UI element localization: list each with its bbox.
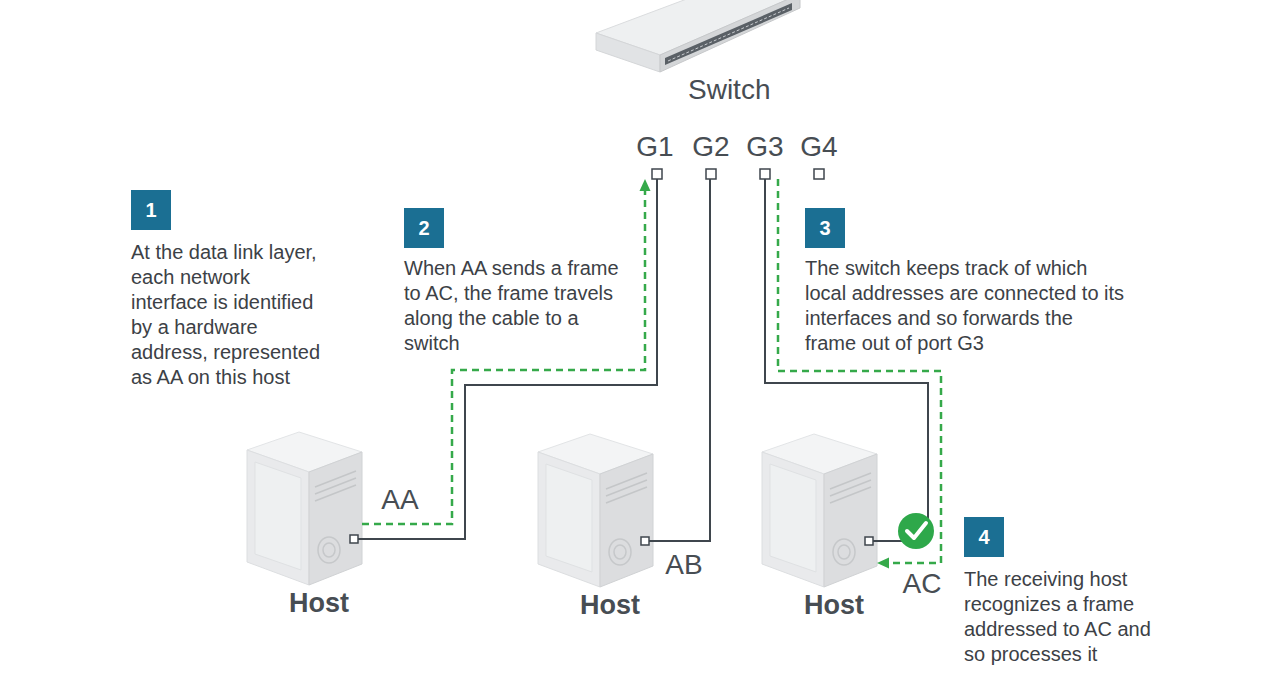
host-node: Host xyxy=(762,434,877,587)
check-mark xyxy=(907,523,926,538)
frame-path xyxy=(778,179,941,563)
callout-marker: 1At the data link layer, each network in… xyxy=(131,190,171,230)
network-cable xyxy=(362,179,657,539)
switch-port xyxy=(706,169,716,179)
switch-port-row xyxy=(668,8,789,61)
port-name: G1 xyxy=(636,131,673,163)
mac-address: AB xyxy=(665,549,702,581)
mac-address: AC xyxy=(903,568,942,600)
mac-address: AA xyxy=(381,484,418,516)
switch-port xyxy=(652,169,662,179)
port-name: G4 xyxy=(800,131,837,163)
device-label: Switch xyxy=(688,74,770,106)
host-computer xyxy=(762,434,878,587)
callout-marker: 3The switch keeps track of which local a… xyxy=(805,208,845,248)
callout-text: The receiving host recognizes a frame ad… xyxy=(964,567,1164,667)
callout-marker: 4The receiving host recognizes a frame a… xyxy=(964,517,1004,557)
host-computer xyxy=(538,434,654,587)
network-cable xyxy=(653,179,710,541)
callout-text: At the data link layer, each network int… xyxy=(131,240,321,390)
host-label: Host xyxy=(580,589,640,621)
switch-port xyxy=(814,169,824,179)
switch-port xyxy=(760,169,770,179)
switch-ports xyxy=(665,3,792,65)
host-label: Host xyxy=(289,587,349,619)
frame-path xyxy=(362,189,645,524)
callout-number: 1 xyxy=(131,190,171,230)
switch-device xyxy=(596,0,800,72)
arrow-head xyxy=(640,179,651,191)
callout-marker: 2When AA sends a frame to AC, the frame … xyxy=(404,208,444,248)
switch-front xyxy=(660,0,800,72)
callout-number: 4 xyxy=(964,517,1004,557)
port-name: G3 xyxy=(746,131,783,163)
callout-number: 2 xyxy=(404,208,444,248)
callout-number: 3 xyxy=(805,208,845,248)
host-node: Host xyxy=(247,432,362,585)
host-computer xyxy=(247,432,363,585)
callout-text: The switch keeps track of which local ad… xyxy=(805,256,1127,356)
switch-side xyxy=(596,33,660,72)
host-label: Host xyxy=(804,589,864,621)
host-node: Host xyxy=(538,434,653,587)
arrow-head xyxy=(877,558,889,569)
port-name: G2 xyxy=(692,131,729,163)
callout-text: When AA sends a frame to AC, the frame t… xyxy=(404,256,632,356)
network-cable xyxy=(765,179,928,541)
check-badge xyxy=(898,513,934,549)
